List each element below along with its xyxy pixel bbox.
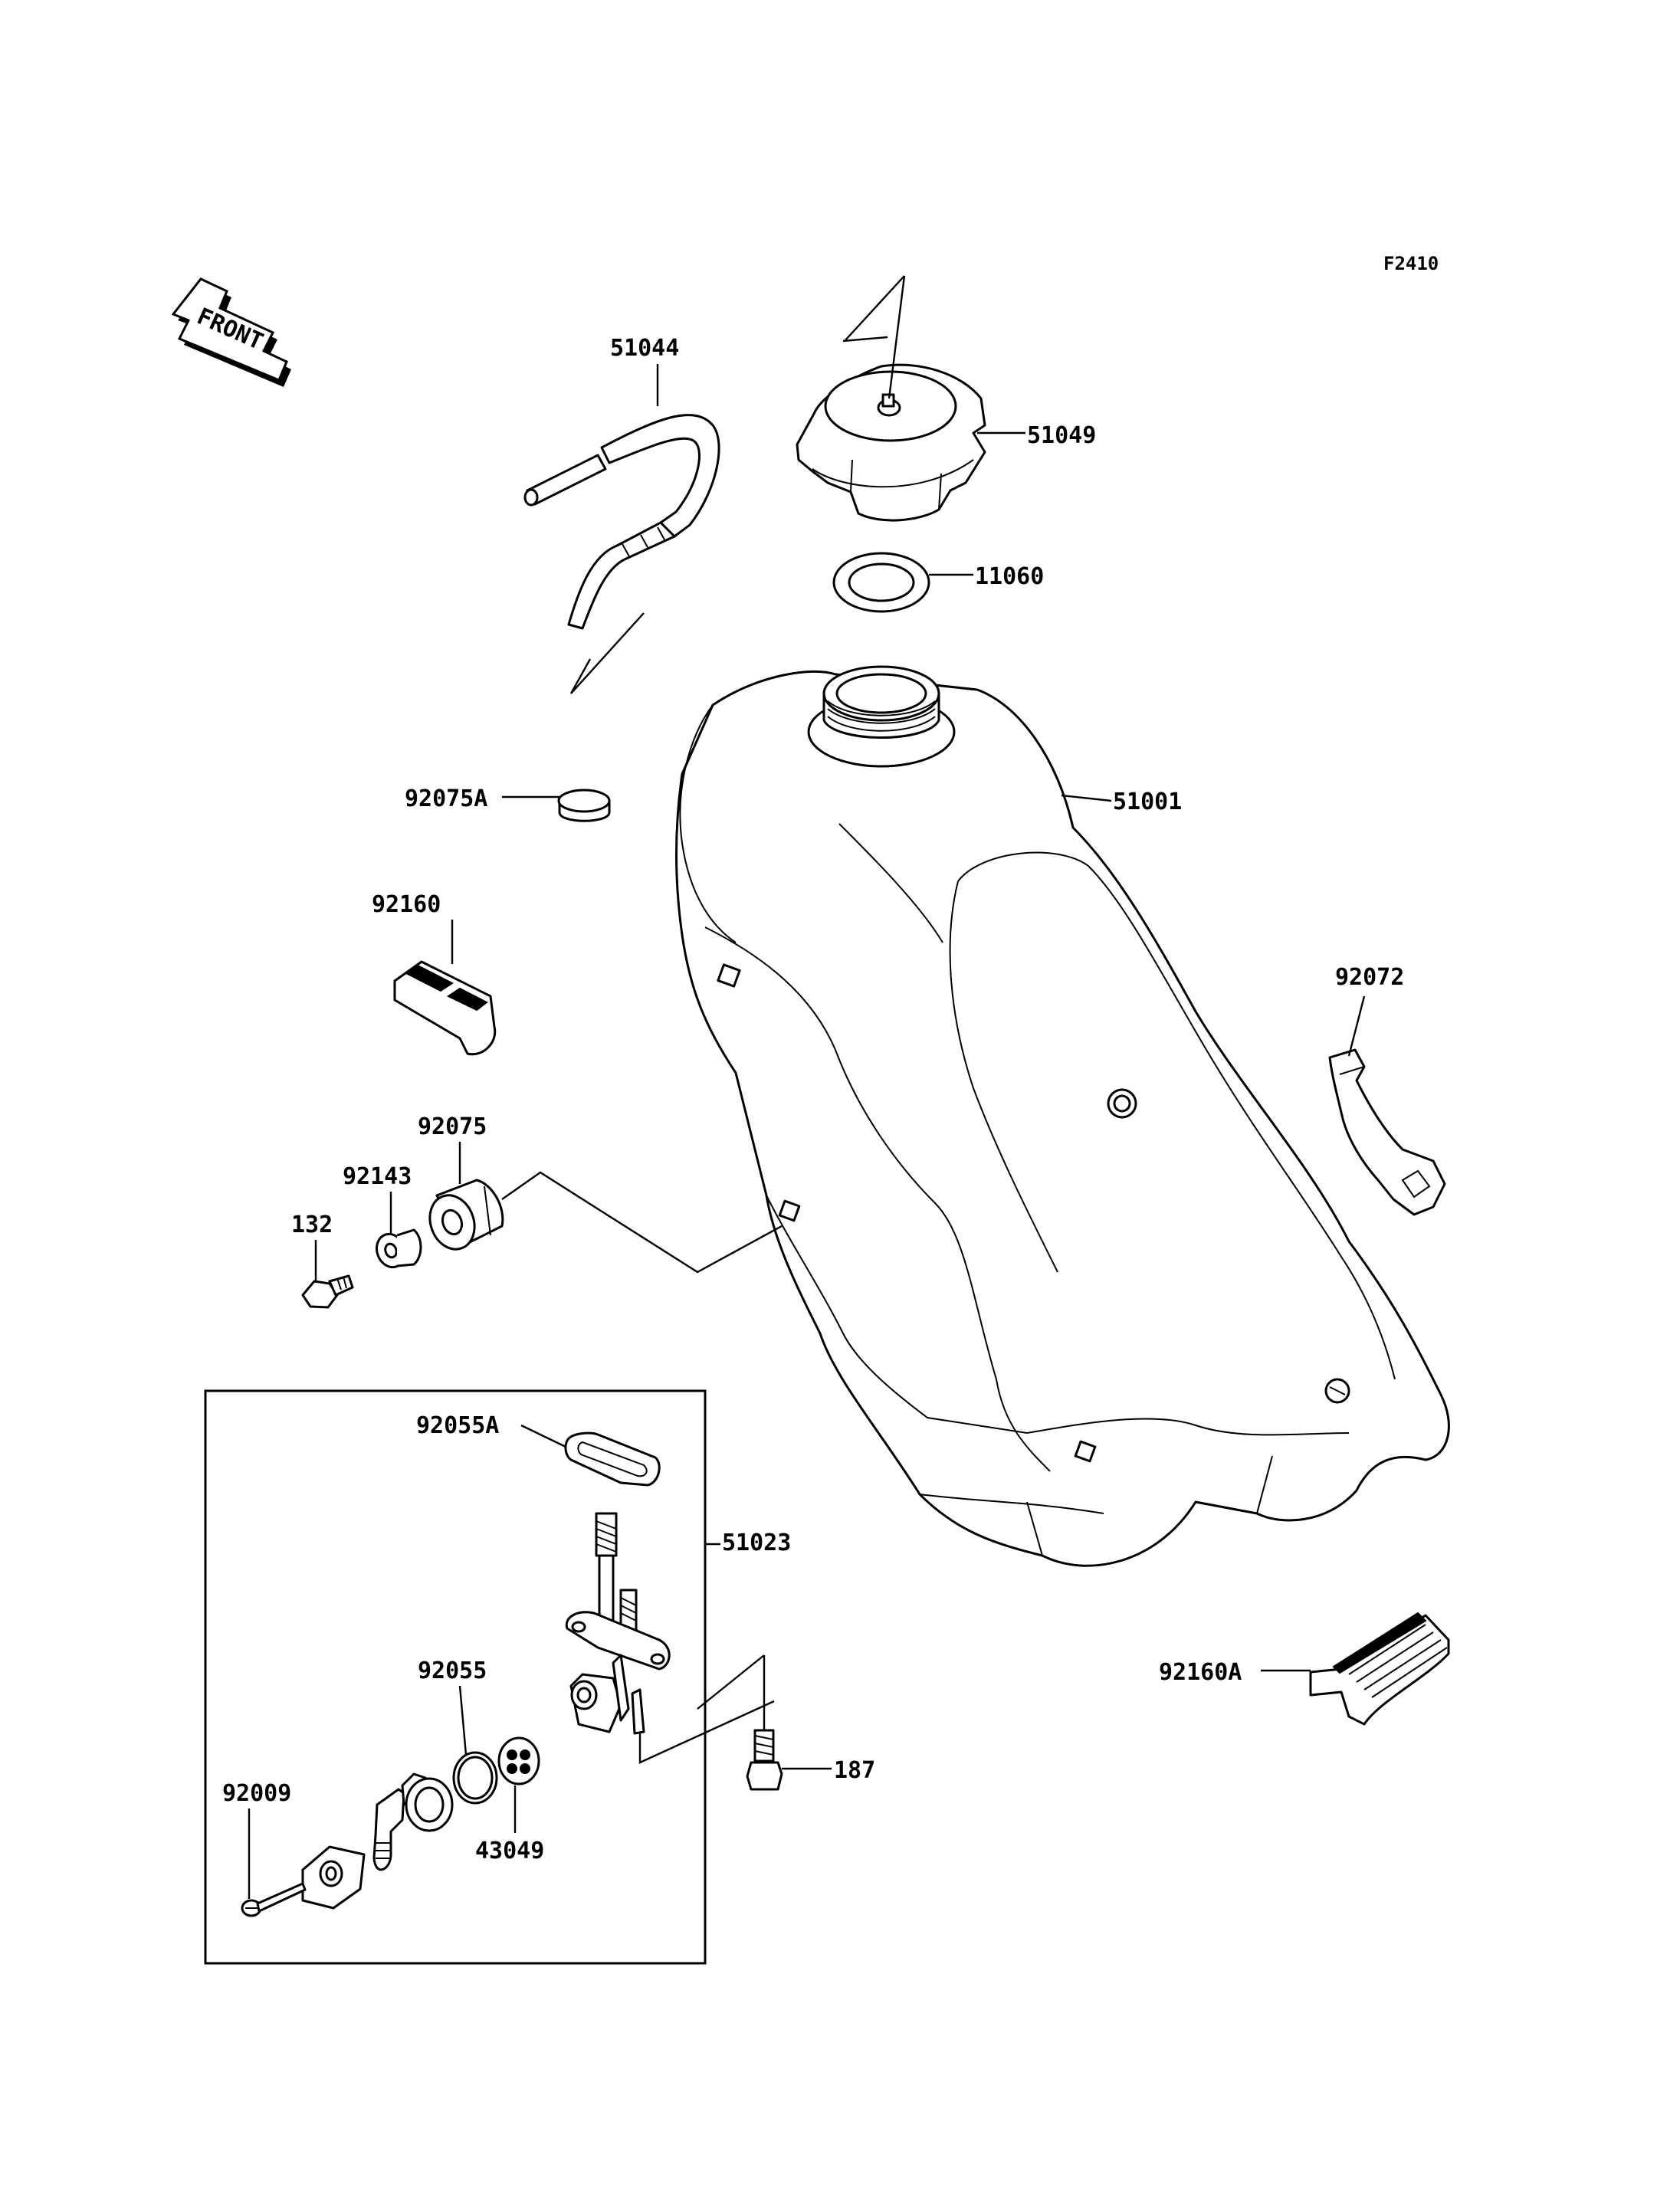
fuel-cap-51049 [796, 275, 986, 522]
grommet-92075 [428, 1179, 504, 1251]
label-92072: 92072 [1335, 964, 1404, 991]
bolt-132 [301, 1274, 354, 1309]
leader-lines [248, 431, 1366, 1899]
label-92055: 92055 [418, 1658, 487, 1684]
band-92072 [1328, 1048, 1446, 1216]
bolt-187 [697, 1654, 783, 1791]
fuel-valve-51023 [565, 1512, 775, 1764]
damper-92160A [1309, 1612, 1450, 1726]
fuel-tank-51001 [675, 665, 1450, 1567]
front-arrow-icon: FRONT [171, 277, 291, 387]
label-11060: 11060 [975, 563, 1044, 590]
leader-grommet-to-tank [501, 1171, 783, 1274]
label-51049: 51049 [1027, 422, 1096, 449]
part-labels: 51044 51049 11060 51001 92075A 92160 920… [222, 335, 1404, 1864]
label-92160A: 92160A [1159, 1659, 1242, 1686]
label-92055A: 92055A [416, 1412, 499, 1439]
fuel-valve-kit-frame [204, 1389, 707, 1965]
valve-lever [372, 1772, 454, 1871]
label-92009: 92009 [222, 1780, 291, 1807]
label-51023: 51023 [722, 1530, 791, 1556]
label-51001: 51001 [1113, 789, 1182, 815]
label-92075A: 92075A [405, 785, 487, 812]
plug-92075A [557, 789, 611, 822]
gasket-92055A [564, 1431, 661, 1487]
screw-92009 [241, 1882, 307, 1917]
label-187: 187 [834, 1757, 875, 1784]
gasket-11060 [832, 552, 930, 613]
damper-92160 [393, 960, 497, 1056]
collar-92143 [375, 1228, 422, 1269]
label-43049: 43049 [475, 1838, 544, 1864]
label-92160: 92160 [372, 891, 441, 918]
label-51044: 51044 [610, 335, 679, 362]
o-ring-92055 [452, 1751, 498, 1805]
seal-43049 [497, 1736, 540, 1785]
figure-code: F2410 [1383, 253, 1439, 274]
valve-plate [301, 1845, 366, 1910]
label-92075: 92075 [418, 1113, 487, 1140]
breather-hose-51044 [523, 364, 720, 694]
label-92143: 92143 [343, 1163, 412, 1190]
label-132: 132 [291, 1212, 333, 1238]
